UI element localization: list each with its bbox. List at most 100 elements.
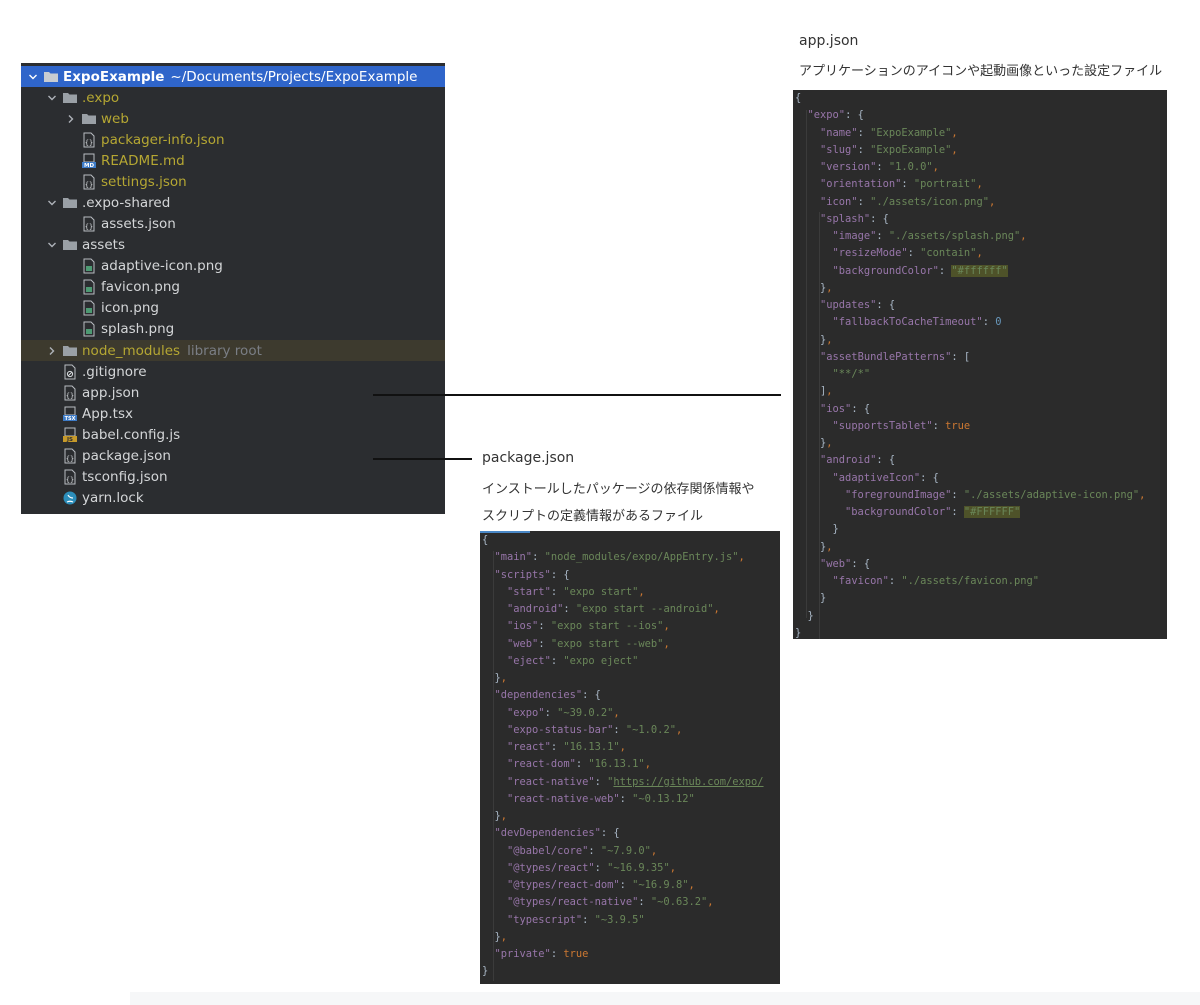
chevron-right-icon[interactable]	[63, 108, 79, 129]
code-line: "assetBundlePatterns": [	[795, 349, 970, 366]
code-line: "favicon": "./assets/favicon.png"	[795, 573, 1039, 590]
code-token: "**/*"	[832, 368, 871, 380]
code-line: "orientation": "portrait",	[795, 176, 983, 193]
code-token: "react"	[507, 741, 551, 753]
tree-row-shared-assets-json[interactable]: {} assets.json	[21, 213, 445, 234]
code-token: }	[820, 437, 827, 449]
image-file-icon	[81, 321, 97, 337]
code-token: }	[832, 523, 839, 536]
code-token	[482, 689, 495, 701]
svg-text:{}: {}	[66, 392, 74, 400]
file-label: app.json	[82, 384, 140, 401]
chevron-right-icon[interactable]	[44, 340, 60, 361]
code-token	[482, 603, 507, 615]
tree-row-gitignore[interactable]: .gitignore	[21, 361, 445, 382]
file-label: App.tsx	[82, 405, 133, 422]
tree-row-app-json[interactable]: {} app.json	[21, 382, 445, 403]
code-token	[795, 523, 833, 535]
code-line: ],	[795, 383, 833, 400]
code-token: ,	[713, 603, 720, 615]
code-token: : [	[951, 350, 971, 363]
tree-row-packager-info[interactable]: {} packager-info.json	[21, 129, 445, 150]
code-line: "web": "expo start --web",	[482, 636, 670, 653]
code-token: "./assets/adaptive-icon.png"	[963, 488, 1140, 501]
code-line: "@types/react": "~16.9.35",	[482, 860, 676, 877]
code-token: ,	[738, 551, 745, 564]
chevron-down-icon[interactable]	[25, 66, 41, 87]
code-line: "image": "./assets/splash.png",	[795, 228, 1027, 245]
tree-row-yarn-lock[interactable]: yarn.lock	[21, 487, 445, 508]
tree-row-babel-config[interactable]: JS babel.config.js	[21, 424, 445, 445]
code-token	[795, 403, 820, 415]
gitignore-file-icon	[62, 364, 78, 380]
code-token: ,	[976, 247, 983, 260]
tree-row-package-json[interactable]: {} package.json	[21, 445, 445, 466]
code-token: "expo-status-bar"	[507, 723, 614, 736]
code-line: "web": {	[795, 556, 870, 573]
code-token: "@types/react-dom"	[507, 879, 620, 891]
code-token: }	[820, 540, 827, 553]
code-token: "expo start --ios"	[550, 620, 664, 633]
code-token	[482, 845, 507, 857]
tree-row-assets[interactable]: assets	[21, 234, 445, 255]
chevron-down-icon[interactable]	[44, 192, 60, 213]
code-token: ,	[500, 930, 508, 943]
badge-text: JS	[66, 437, 73, 443]
svg-text:{}: {}	[66, 455, 74, 463]
code-token	[795, 506, 845, 518]
connector-app-json	[373, 394, 781, 396]
code-line: }	[482, 963, 488, 980]
file-label: settings.json	[101, 173, 187, 190]
tree-row-expo-shared[interactable]: .expo-shared	[21, 192, 445, 213]
tree-row-readme[interactable]: MD README.md	[21, 150, 445, 171]
json-file-icon: {}	[81, 216, 97, 232]
code-token: "foregroundImage"	[845, 488, 952, 501]
file-label: adaptive-icon.png	[101, 257, 223, 274]
code-token	[482, 620, 507, 632]
code-token: true	[563, 948, 589, 960]
badge-text: MD	[84, 163, 94, 169]
yarn-icon	[62, 490, 78, 506]
code-token: "./assets/favicon.png"	[901, 575, 1040, 587]
code-token: }	[494, 810, 501, 822]
code-line: "android": {	[795, 452, 895, 469]
code-token: : {	[582, 689, 601, 702]
code-token: : {	[870, 212, 889, 225]
code-token	[795, 368, 833, 380]
tree-row-app-tsx[interactable]: TSX App.tsx	[21, 403, 445, 424]
code-token: ,	[826, 281, 833, 294]
bottom-strip	[130, 992, 1200, 1005]
tree-row-tsconfig[interactable]: {} tsconfig.json	[21, 466, 445, 487]
code-token	[795, 247, 833, 259]
code-token: ,	[688, 879, 695, 891]
code-token: "react-native"	[507, 775, 595, 788]
tree-row-node-modules[interactable]: node_modules library root	[21, 340, 445, 361]
tree-row-adaptive-icon[interactable]: adaptive-icon.png	[21, 255, 445, 276]
code-token: : {	[845, 109, 864, 122]
code-line: "backgroundColor": "#FFFFFF"	[795, 504, 1021, 521]
code-token: "name"	[820, 126, 858, 139]
chevron-down-icon[interactable]	[44, 234, 60, 255]
code-token: "scripts"	[494, 568, 551, 581]
folder-label: web	[101, 110, 129, 127]
code-line: "expo": {	[795, 107, 864, 124]
code-line: "private": true	[482, 946, 589, 963]
code-line: },	[795, 332, 833, 349]
code-token: "android"	[820, 454, 877, 467]
code-token: :	[982, 316, 996, 329]
tree-row-icon-png[interactable]: icon.png	[21, 297, 445, 318]
file-label: babel.config.js	[82, 426, 181, 443]
tree-row-expo[interactable]: .expo	[21, 87, 445, 108]
tree-row-web[interactable]: web	[21, 108, 445, 129]
chevron-down-icon[interactable]	[44, 87, 60, 108]
tree-row-settings[interactable]: {} settings.json	[21, 171, 445, 192]
code-token	[482, 586, 507, 598]
code-token	[482, 655, 507, 667]
tree-row-splash[interactable]: splash.png	[21, 318, 445, 339]
tree-row-favicon[interactable]: favicon.png	[21, 276, 445, 297]
code-token: "16.13.1"	[588, 758, 645, 771]
code-token	[795, 592, 820, 604]
code-token: "orientation"	[820, 178, 902, 191]
code-token: "expo start"	[563, 585, 639, 598]
tree-row-root[interactable]: ExpoExample ~/Documents/Projects/ExpoExa…	[21, 66, 445, 87]
